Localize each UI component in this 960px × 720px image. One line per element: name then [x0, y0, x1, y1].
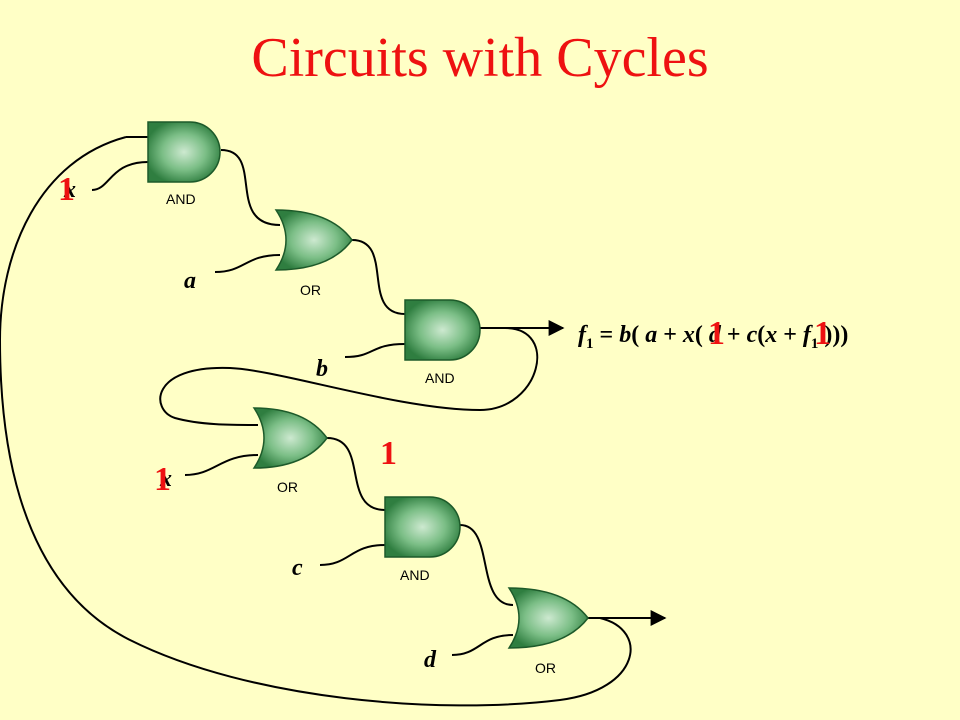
overlay-value-x-mid: 1: [154, 461, 171, 498]
gate-or-3: OR: [507, 587, 589, 676]
input-x-mid: x: [159, 466, 172, 492]
gate-and-3: AND: [384, 496, 461, 583]
gate-label: OR: [277, 479, 298, 495]
input-c: c: [292, 555, 303, 581]
gate-label: AND: [166, 191, 196, 207]
input-d: d: [424, 647, 437, 673]
gate-label: AND: [425, 370, 455, 386]
gate-label: OR: [300, 282, 321, 298]
gate-or-2: OR: [252, 407, 328, 495]
gate-or-1: OR: [274, 209, 353, 298]
overlay-value-or-output: 1: [380, 435, 397, 472]
input-b: b: [316, 356, 328, 382]
overlay-value-x-top: 1: [58, 171, 75, 208]
page-title: Circuits with Cycles: [251, 27, 708, 89]
output-equation: f1 = b( a + x( d + c(x + f1 ))): [578, 322, 848, 352]
overlay-value-eq-x2: 1: [814, 315, 831, 352]
gate-label: AND: [400, 567, 430, 583]
gate-label: OR: [535, 660, 556, 676]
gate-and-1: AND: [147, 121, 221, 207]
gate-and-2: AND: [404, 299, 481, 386]
input-a: a: [184, 268, 196, 294]
overlay-value-eq-x1: 1: [708, 315, 725, 352]
wires: [0, 136, 667, 707]
input-x-top: x: [63, 177, 76, 203]
